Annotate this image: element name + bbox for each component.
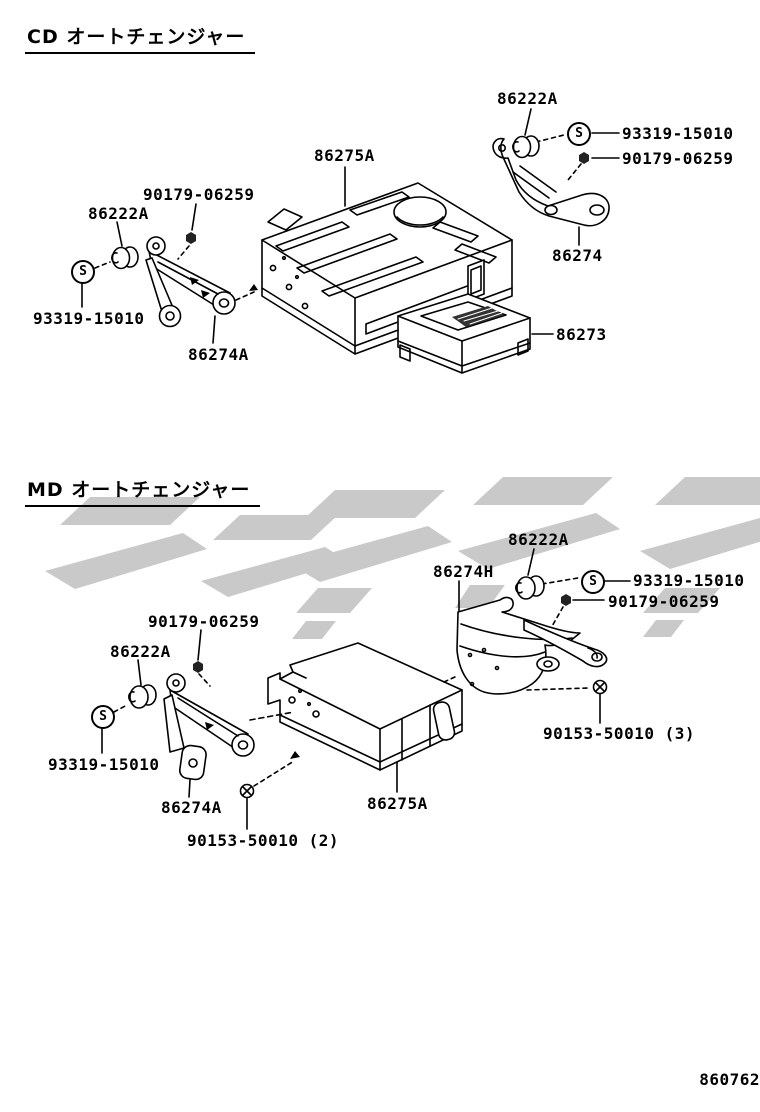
cd-label-grommet-right: 86222A <box>497 89 558 108</box>
md-leader-grommet-left <box>137 659 142 686</box>
md-dash-left-unit <box>249 711 295 721</box>
md-nut-right <box>561 594 571 606</box>
md-bracket-left-drawing <box>163 673 255 798</box>
md-dash-s-right <box>541 577 579 585</box>
watermark-logo <box>45 477 760 639</box>
cd-s-marker-right: S <box>567 122 591 146</box>
cd-label-magazine: 86273 <box>556 325 607 344</box>
md-label-grommet-left: 86222A <box>110 642 171 661</box>
md-label-nut-right: 90179-06259 <box>608 592 720 611</box>
cd-bracket-right-drawing <box>492 137 610 246</box>
cd-label-grommet-left: 86222A <box>88 204 149 223</box>
md-screw-left-drawing <box>239 751 300 830</box>
md-dash-right-unit <box>443 675 458 683</box>
cd-section-drawing <box>81 108 620 374</box>
md-label-nut-left: 90179-06259 <box>148 612 260 631</box>
md-section-title: MD オートチェンジャー <box>25 475 261 507</box>
md-label-unit: 86275A <box>367 794 428 813</box>
md-grommet-left-drawing <box>128 684 157 709</box>
cd-magazine-drawing <box>397 293 554 374</box>
cd-label-nut-left: 90179-06259 <box>143 185 255 204</box>
md-label-screw-left: 90153-50010 (2) <box>187 831 339 850</box>
md-label-screw-right: 90153-50010 (3) <box>543 724 695 743</box>
cd-nut-right <box>579 152 589 164</box>
md-label-screw-washer-left: 93319-15010 <box>48 755 160 774</box>
cd-dash-s-left <box>94 261 111 269</box>
cd-label-screw-washer-left: 93319-15010 <box>33 309 145 328</box>
cd-grommet-right-drawing <box>512 135 540 159</box>
md-grommet-right-drawing <box>515 575 545 600</box>
cd-label-bracket-right: 86274 <box>552 246 603 265</box>
cd-dash-bracket-unit <box>235 291 255 301</box>
cd-label-screw-washer-right: 93319-15010 <box>622 124 734 143</box>
cd-leader-grommet-right <box>524 108 532 136</box>
cd-dash-nut-right <box>567 163 582 181</box>
md-dash-nut-left <box>198 673 211 687</box>
md-screw-right-drawing <box>526 679 608 724</box>
md-bracket-right-drawing <box>456 596 608 695</box>
md-s-marker-left: S <box>91 705 115 729</box>
cd-label-unit: 86275A <box>314 146 375 165</box>
md-dash-s-left <box>113 704 128 713</box>
cd-bracket-left-drawing <box>145 236 258 344</box>
cd-label-bracket-left: 86274A <box>188 345 249 364</box>
md-leader-grommet-right <box>527 548 535 576</box>
cd-dash-s-right <box>535 134 565 143</box>
cd-section-title: CD オートチェンジャー <box>25 22 256 54</box>
cd-leader-86274a <box>212 315 216 344</box>
cd-s-marker-left: S <box>71 260 95 284</box>
md-label-bracket-left: 86274A <box>161 798 222 817</box>
md-changer-unit-drawing <box>249 642 463 793</box>
md-leader-86274a <box>188 779 191 798</box>
cd-grommet-left-drawing <box>111 246 139 270</box>
md-label-bracket-right: 86274H <box>433 562 494 581</box>
md-leader-90179-left <box>197 629 202 661</box>
cd-dash-nut-left <box>177 245 190 260</box>
cd-leader-90179-left <box>191 203 197 231</box>
md-label-screw-washer-right: 93319-15010 <box>633 571 745 590</box>
cd-leader-grommet-left <box>116 221 123 247</box>
md-nut-left <box>193 661 203 673</box>
cd-label-nut-right: 90179-06259 <box>622 149 734 168</box>
md-label-grommet-right: 86222A <box>508 530 569 549</box>
md-s-marker-right: S <box>581 570 605 594</box>
cd-nut-left <box>186 232 196 244</box>
md-section-drawing <box>101 548 631 830</box>
page-code: 860762 <box>699 1070 760 1089</box>
md-dash-nut-right <box>550 606 564 629</box>
